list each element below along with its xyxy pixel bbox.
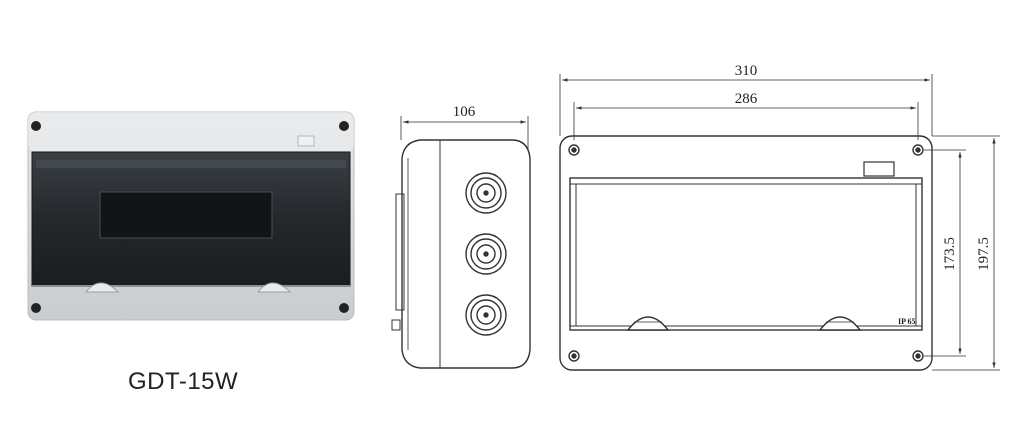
side-body-outline <box>401 139 531 369</box>
ip-rating-marking: IP 65 <box>898 317 916 326</box>
mounting-hole <box>568 144 580 156</box>
cover-reflection <box>36 160 346 168</box>
cover-latch-right <box>256 282 292 293</box>
front-body-outline <box>559 135 933 371</box>
screw-icon <box>31 303 41 313</box>
breaker-window <box>99 191 273 239</box>
dimension-label-overall-width: 310 <box>735 63 758 79</box>
dimension-label-hole-spacing-vertical: 173.5 <box>942 237 958 271</box>
dimension-label-depth: 106 <box>453 104 476 120</box>
front-cover-outline <box>569 177 923 331</box>
cover-latch <box>818 316 862 331</box>
label-tab <box>863 161 895 177</box>
label-tab <box>297 135 315 147</box>
screw-icon <box>31 121 41 131</box>
mounting-hole <box>912 350 924 362</box>
front-view-drawing <box>559 74 1000 371</box>
cable-entry-knockout <box>465 172 507 214</box>
dimension-label-hole-spacing-horizontal: 286 <box>735 91 758 107</box>
cover-latch-left <box>84 282 120 293</box>
mounting-hole <box>568 350 580 362</box>
mounting-hole <box>912 144 924 156</box>
screw-icon <box>339 121 349 131</box>
cover-latch <box>626 316 670 331</box>
cable-entry-knockout <box>465 233 507 275</box>
model-name-label: GDT-15W <box>128 368 239 395</box>
cable-entry-knockout <box>465 294 507 336</box>
side-view-drawing <box>391 116 531 369</box>
product-photo <box>27 111 355 321</box>
enclosure-top-band <box>28 112 354 152</box>
screw-icon <box>339 303 349 313</box>
dimension-label-overall-height: 197.5 <box>976 237 992 271</box>
